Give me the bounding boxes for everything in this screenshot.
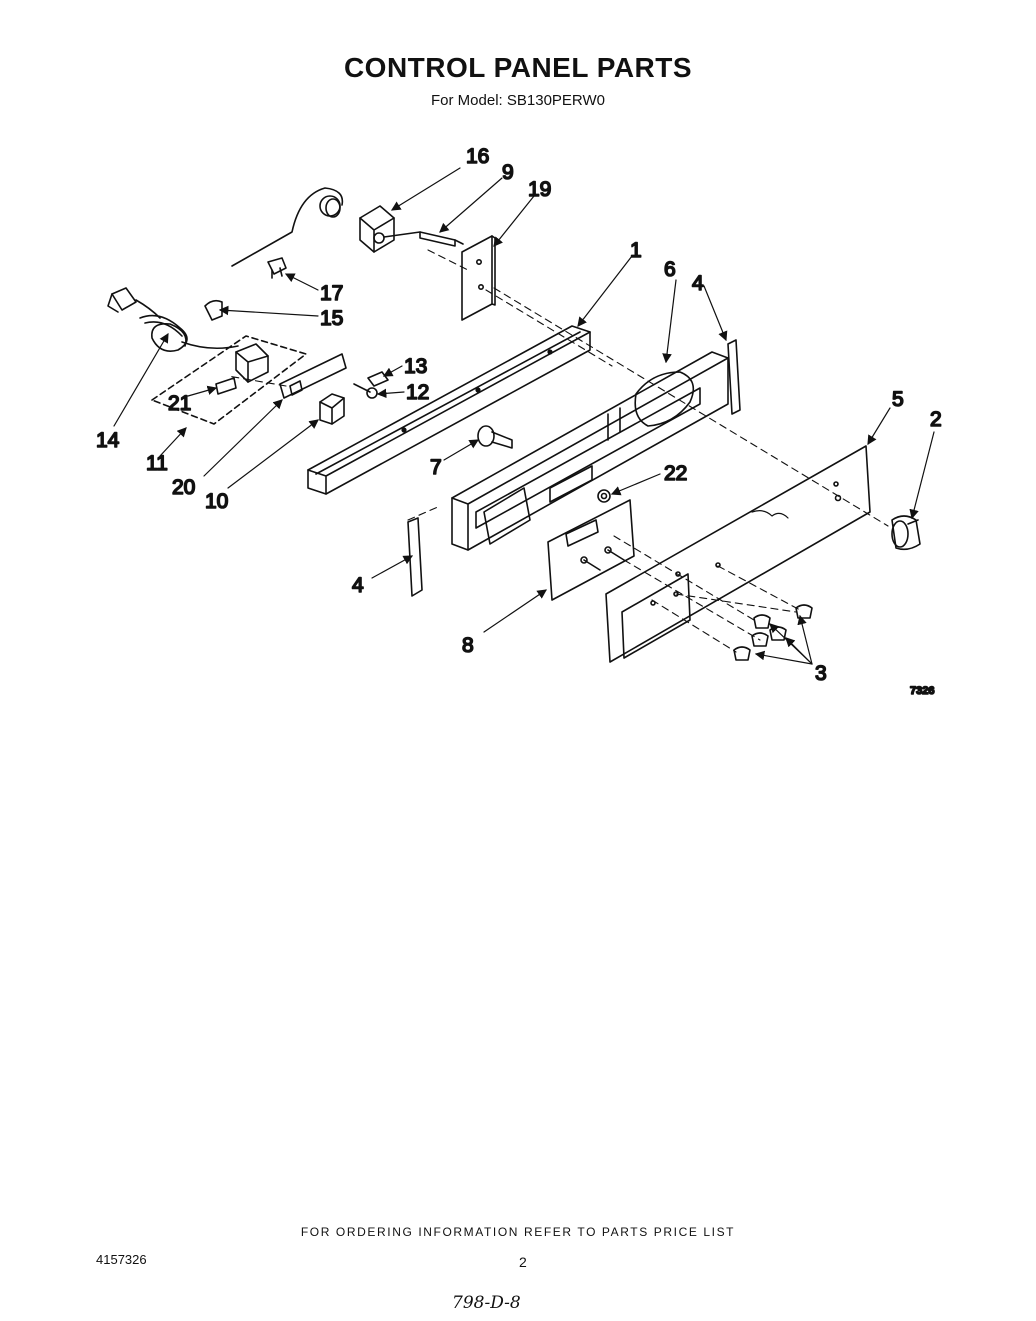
- callout-13: 13: [404, 355, 427, 378]
- callout-17: 17: [320, 282, 343, 305]
- callout-6: 6: [664, 258, 676, 281]
- callout-12: 12: [406, 381, 429, 404]
- part-4-bracket-left: [407, 517, 423, 597]
- part-8-switch-plate: [547, 499, 635, 601]
- callout-14: 14: [96, 429, 120, 452]
- part-9-shaft: [419, 231, 464, 247]
- callout-4-right: 4: [692, 272, 704, 295]
- part-7-socket: [477, 425, 513, 449]
- alignment-lines: [227, 249, 889, 653]
- part-13-lamp: [367, 371, 389, 387]
- callout-3: 3: [815, 662, 827, 685]
- callout-7: 7: [430, 456, 442, 479]
- part-16-thermostat: [231, 187, 421, 267]
- part-22-nut: [597, 489, 611, 503]
- callout-5: 5: [892, 388, 904, 411]
- callout-16: 16: [466, 145, 489, 168]
- handwritten-note: 798-D-8: [452, 1293, 521, 1313]
- callout-21: 21: [168, 392, 191, 415]
- part-1-channel: [307, 325, 591, 495]
- callout-20: 20: [172, 476, 195, 499]
- callout-9: 9: [502, 161, 514, 184]
- callout-8: 8: [462, 634, 474, 657]
- leader-lines: [113, 167, 935, 665]
- part-10-knob: [319, 393, 345, 425]
- callout-2: 2: [930, 408, 942, 431]
- callout-4-left: 4: [352, 574, 364, 597]
- part-11-switch-assembly: [151, 335, 307, 425]
- callout-11: 11: [146, 452, 168, 475]
- part-14-power-cord: [107, 287, 239, 352]
- model-subtitle: For Model: SB130PERW0: [431, 92, 605, 109]
- part-19-bracket: [461, 235, 496, 321]
- callout-15: 15: [320, 307, 343, 330]
- document-number: 4157326: [96, 1252, 147, 1267]
- part-2-knob: [891, 515, 921, 551]
- callout-10: 10: [205, 490, 228, 513]
- part-5-panel-front: [605, 445, 871, 663]
- part-17-clip: [267, 257, 287, 279]
- figure-number: 7326: [910, 685, 934, 697]
- callout-1: 1: [630, 239, 642, 262]
- ordering-note: FOR ORDERING INFORMATION REFER TO PARTS …: [300, 1225, 736, 1239]
- part-15-clip: [204, 299, 223, 321]
- part-20-mounting-plate: [279, 353, 347, 399]
- callout-22: 22: [664, 462, 687, 485]
- page-number: 2: [519, 1254, 527, 1270]
- callout-19: 19: [528, 178, 551, 201]
- page-title: CONTROL PANEL PARTS: [343, 52, 693, 83]
- part-4-bracket-right: [727, 339, 741, 415]
- part-6-panel-frame: [451, 351, 729, 551]
